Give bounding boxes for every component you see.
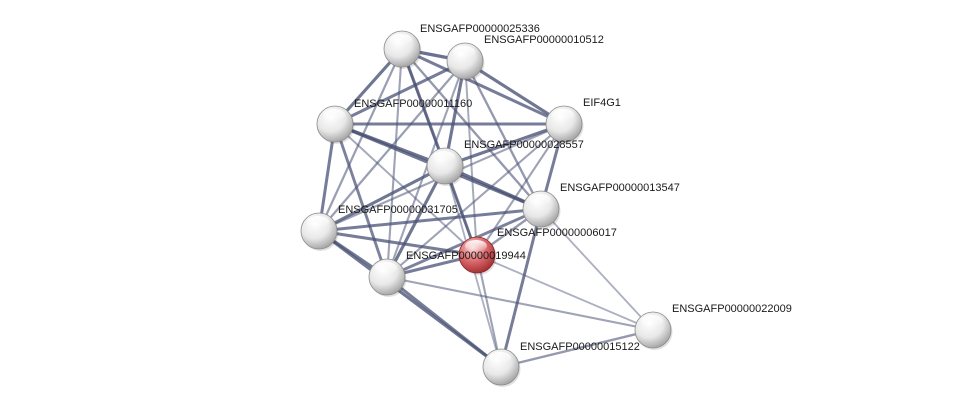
- edge-n25336-n31705[interactable]: [317, 47, 404, 233]
- edge-eif4g1-n06017[interactable]: [475, 122, 566, 257]
- edge-n11160-n06017[interactable]: [334, 123, 478, 256]
- sphere-highlight: [390, 34, 412, 46]
- edge-n31705-n06017[interactable]: [317, 229, 479, 257]
- edge-n10512-n13547[interactable]: [463, 59, 543, 211]
- edge-n10512-eif4g1[interactable]: [463, 59, 566, 126]
- node-label: EIF4G1: [583, 97, 621, 109]
- node-label: ENSGAFP00000031705: [338, 204, 458, 216]
- node-n06017[interactable]: ENSGAFP00000006017: [458, 227, 617, 275]
- sphere-highlight: [529, 194, 551, 206]
- edge-n11160-n19944[interactable]: [333, 122, 389, 279]
- sphere-highlight: [433, 151, 455, 163]
- edge-n25336-n13547[interactable]: [400, 47, 543, 211]
- edge-n13547-n22009[interactable]: [540, 208, 654, 331]
- edge-n06017-n15122[interactable]: [475, 253, 503, 369]
- edge-n10512-n11160[interactable]: [333, 59, 467, 126]
- node-label: ENSGAFP00000006017: [497, 227, 617, 239]
- edge-n19944-n15122[interactable]: [385, 275, 503, 369]
- sphere-highlight: [641, 315, 663, 327]
- node-label: ENSGAFP00000013547: [560, 182, 680, 194]
- node-n15122[interactable]: ENSGAFP00000015122: [482, 341, 640, 387]
- edge-n13547-n15122[interactable]: [499, 207, 543, 369]
- edge-n06017-n22009[interactable]: [476, 254, 654, 331]
- sphere-highlight: [375, 262, 397, 274]
- node-n31705[interactable]: ENSGAFP00000031705: [300, 204, 458, 251]
- node-n11160[interactable]: ENSGAFP00000011160: [316, 98, 472, 144]
- edge-n19944-n22009[interactable]: [385, 275, 655, 332]
- node-label: ENSGAFP00000011160: [354, 98, 472, 110]
- edge-n25336-n19944[interactable]: [385, 47, 404, 279]
- node-n22009[interactable]: ENSGAFP00000022009: [634, 303, 792, 350]
- sphere-highlight: [323, 109, 345, 121]
- node-label: ENSGAFP00000019944: [406, 250, 526, 262]
- node-label: ENSGAFP00000010512: [484, 34, 604, 46]
- sphere-highlight: [307, 216, 329, 228]
- node-label: ENSGAFP00000022009: [672, 303, 792, 315]
- node-layer: ENSGAFP00000025336ENSGAFP00000010512ENSG…: [300, 23, 792, 387]
- sphere-highlight: [489, 352, 511, 364]
- edge-n10512-n19944[interactable]: [385, 59, 467, 279]
- edge-n25336-eif4g1[interactable]: [400, 47, 566, 126]
- sphere-highlight: [465, 240, 487, 252]
- node-n10512[interactable]: ENSGAFP00000010512: [446, 34, 604, 81]
- sphere-highlight: [552, 109, 574, 121]
- edge-n25336-n28557[interactable]: [400, 47, 447, 168]
- node-n13547[interactable]: ENSGAFP00000013547: [522, 182, 680, 229]
- node-label: ENSGAFP00000015122: [520, 341, 640, 353]
- edge-n15122-n22009[interactable]: [499, 328, 655, 369]
- edge-n28557-n31705[interactable]: [317, 164, 447, 233]
- node-n25336[interactable]: ENSGAFP00000025336: [383, 23, 540, 69]
- node-eif4g1[interactable]: EIF4G1: [545, 97, 621, 144]
- node-label: ENSGAFP00000025336: [420, 23, 540, 35]
- node-n28557[interactable]: ENSGAFP00000028557: [426, 139, 584, 186]
- edge-eif4g1-n28557[interactable]: [443, 122, 566, 168]
- edge-n13547-n31705[interactable]: [317, 207, 543, 233]
- node-n19944[interactable]: ENSGAFP00000019944: [368, 250, 526, 297]
- node-label: ENSGAFP00000028557: [464, 139, 584, 151]
- sphere-highlight: [453, 46, 475, 58]
- edge-eif4g1-n19944[interactable]: [385, 122, 566, 279]
